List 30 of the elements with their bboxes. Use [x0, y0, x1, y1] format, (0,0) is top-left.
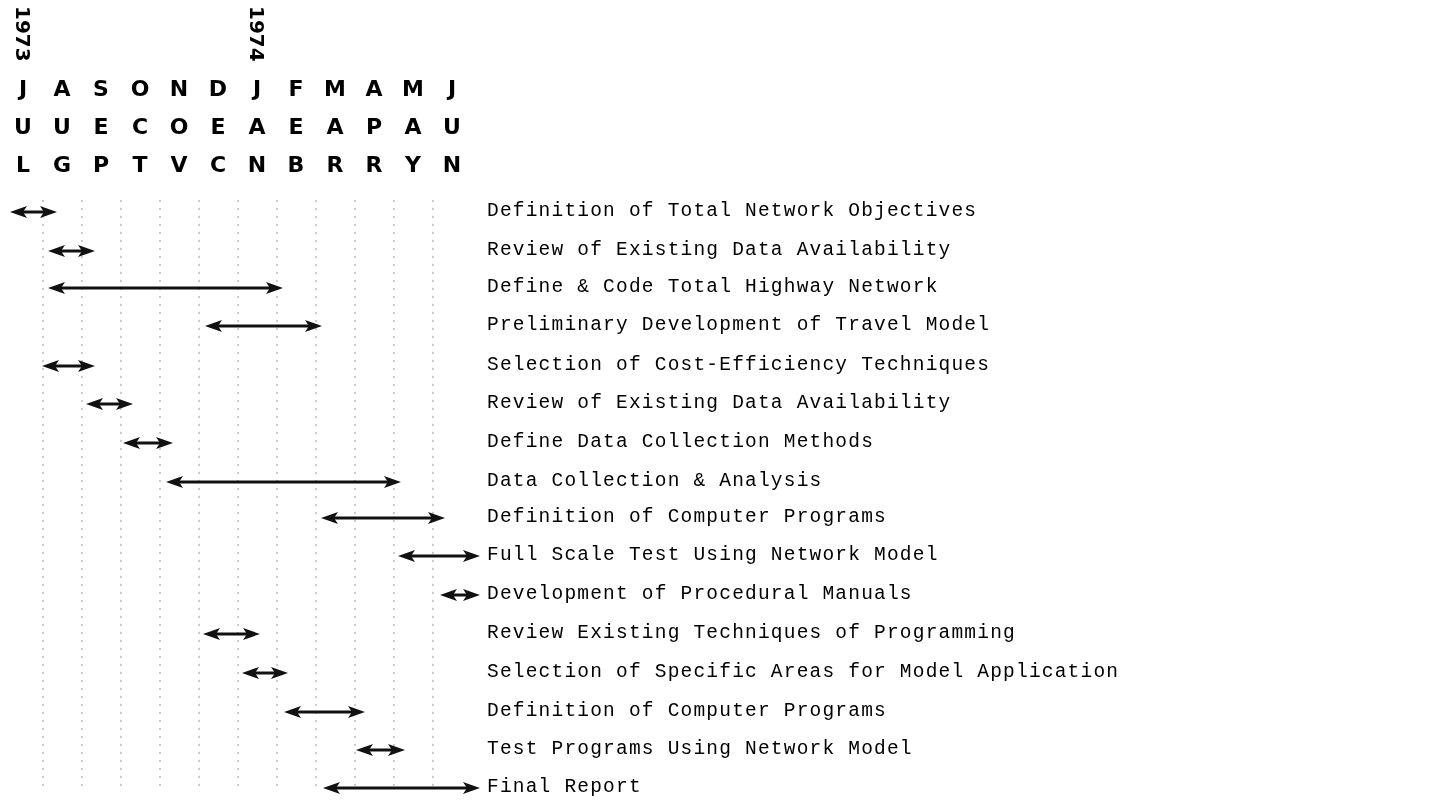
month-label: MAY [401, 75, 425, 179]
month-label: APR [364, 75, 384, 179]
month-label: JAN [246, 75, 268, 179]
task-label: Development of Procedural Manuals [487, 582, 913, 606]
task-label: Definition of Computer Programs [487, 505, 887, 529]
month-label: FEB [286, 75, 306, 179]
month-label: JUN [441, 75, 463, 179]
task-label: Data Collection & Analysis [487, 469, 823, 493]
task-label: Review Existing Techniques of Programming [487, 621, 1016, 645]
task-label: Define Data Collection Methods [487, 430, 875, 454]
year-label: 1974 [246, 6, 268, 62]
month-label: SEP [91, 75, 111, 179]
task-label: Selection of Specific Areas for Model Application [487, 660, 1120, 684]
year-label: 1973 [12, 6, 34, 62]
task-label: Review of Existing Data Availability [487, 391, 952, 415]
task-label: Review of Existing Data Availability [487, 238, 952, 262]
task-label: Selection of Cost-Efficiency Techniques [487, 353, 991, 377]
task-label: Definition of Total Network Objectives [487, 199, 978, 223]
task-label: Test Programs Using Network Model [487, 737, 913, 761]
month-label: NOV [168, 75, 190, 179]
task-label: Full Scale Test Using Network Model [487, 543, 939, 567]
task-label: Final Report [487, 775, 642, 799]
task-label: Define & Code Total Highway Network [487, 275, 939, 299]
month-label: DEC [207, 75, 229, 179]
task-label: Definition of Computer Programs [487, 699, 887, 723]
month-label: MAR [323, 75, 347, 179]
task-label: Preliminary Development of Travel Model [487, 313, 991, 337]
month-label: JUL [13, 75, 33, 179]
month-label: AUG [51, 75, 73, 179]
month-label: OCT [129, 75, 151, 179]
